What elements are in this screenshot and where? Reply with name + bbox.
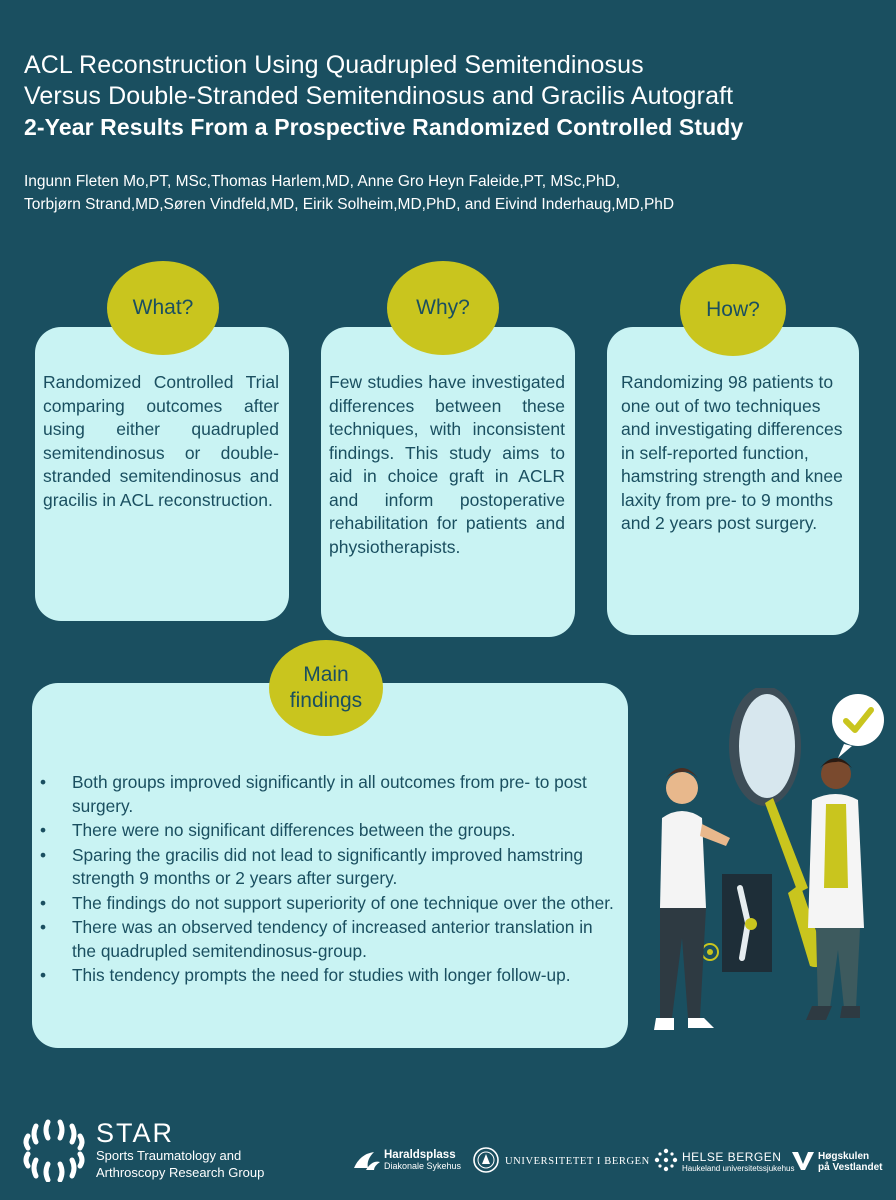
findings-heading-line-2: findings (289, 689, 363, 712)
finding-item: The findings do not support superiority … (32, 892, 614, 916)
findings-list: Both groups improved significantly in al… (32, 771, 614, 988)
how-heading-circle: How? (680, 264, 786, 356)
clinician-patient-illustration (654, 688, 884, 1030)
clinician-figure (821, 759, 851, 789)
finding-item: Both groups improved significantly in al… (32, 771, 614, 818)
title-subtitle: 2-Year Results From a Prospective Random… (24, 114, 744, 140)
why-text: Few studies have investigated difference… (329, 372, 565, 557)
star-subtitle: Sports Traumatology and Arthroscopy Rese… (96, 1147, 316, 1181)
how-heading: How? (706, 298, 760, 321)
star-name: STAR (96, 1118, 175, 1148)
poster-title: ACL Reconstruction Using Quadrupled Semi… (24, 50, 884, 142)
why-card: Few studies have investigated difference… (321, 327, 575, 637)
hvl-logo-icon (792, 1152, 814, 1170)
star-subtitle-line-2: Arthroscopy Research Group (96, 1165, 265, 1180)
why-heading: Why? (416, 296, 470, 319)
uib-seal-icon (473, 1147, 499, 1173)
uib-label: UNIVERSITETET I BERGEN (505, 1156, 650, 1167)
hvl-line-2: på Vestlandet (818, 1162, 883, 1173)
finding-item: This tendency prompts the need for studi… (32, 964, 614, 988)
haraldsplass-line-1: Haraldsplass (384, 1149, 456, 1161)
what-heading-circle: What? (107, 261, 219, 355)
finding-item: There were no significant differences be… (32, 819, 614, 843)
author-list: Ingunn Fleten Mo,PT, MSc,Thomas Harlem,M… (24, 170, 884, 216)
helse-bergen-logo-icon (654, 1148, 678, 1172)
authors-line-2: Torbjørn Strand,MD,Søren Vindfeld,MD, Ei… (24, 196, 675, 213)
hvl-line-1: Høgskulen (818, 1151, 870, 1162)
how-text: Randomizing 98 patients to one out of tw… (621, 372, 843, 533)
star-subtitle-line-1: Sports Traumatology and (96, 1148, 242, 1163)
why-heading-circle: Why? (387, 261, 499, 355)
how-card: Randomizing 98 patients to one out of tw… (607, 327, 859, 635)
helse-bergen-label: HELSE BERGEN Haukeland universitetssjuke… (682, 1150, 795, 1174)
haraldsplass-label: Haraldsplass Diakonale Sykehus (384, 1149, 462, 1172)
findings-heading-circle: Main findings (269, 640, 383, 736)
authors-line-1: Ingunn Fleten Mo,PT, MSc,Thomas Harlem,M… (24, 173, 621, 190)
hvl-label: Høgskulen på Vestlandet (818, 1151, 882, 1173)
what-card: Randomized Controlled Trial comparing ou… (35, 327, 289, 621)
haraldsplass-line-2: Diakonale Sykehus (384, 1161, 462, 1171)
findings-card: Both groups improved significantly in al… (32, 683, 628, 1048)
check-bubble-icon (832, 694, 884, 746)
findings-heading: Main findings (290, 662, 362, 714)
star-logo-icon (23, 1119, 85, 1182)
title-line-1: ACL Reconstruction Using Quadrupled Semi… (24, 51, 644, 79)
finding-item: There was an observed tendency of increa… (32, 916, 614, 963)
patient-figure (666, 772, 698, 804)
what-text: Randomized Controlled Trial comparing ou… (43, 372, 279, 510)
finding-item: Sparing the gracilis did not lead to sig… (32, 844, 614, 891)
what-heading: What? (132, 296, 194, 319)
title-line-2: Versus Double-Stranded Semitendinosus an… (24, 82, 734, 110)
helse-bergen-line-2: Haukeland universitetssjukehus (682, 1164, 795, 1173)
helse-bergen-line-1: HELSE BERGEN (682, 1150, 782, 1164)
findings-heading-line-1: Main (303, 663, 349, 686)
haraldsplass-logo-icon (354, 1152, 380, 1170)
